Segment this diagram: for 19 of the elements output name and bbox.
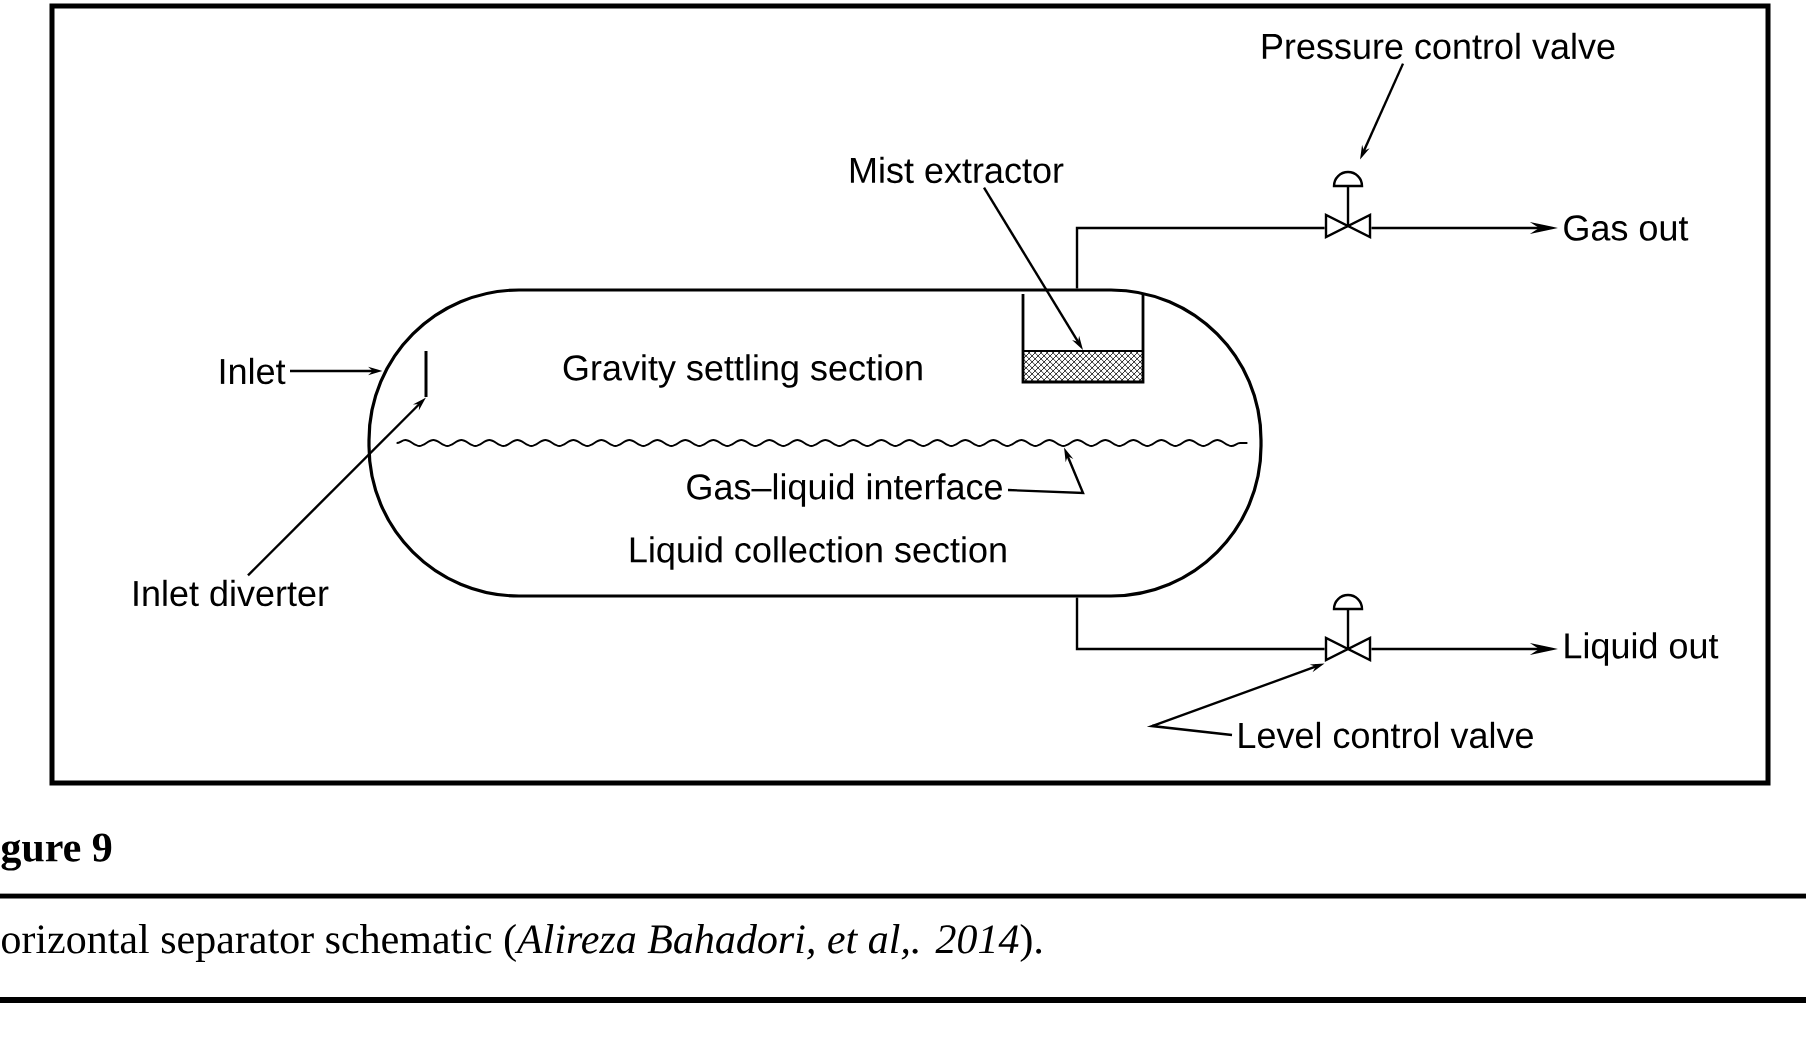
figure-number: gure 9 [1,833,112,871]
callout-label: Inlet diverter [134,579,329,607]
diverter-plate [424,351,428,397]
callout-label: Inlet [220,357,286,385]
section-label: Liquid collection section [630,536,1006,570]
pipe-line [1075,597,1325,651]
callout-label: Liquid out [1565,632,1719,666]
callout-label: Pressure control valve [1262,32,1615,60]
figure-caption: orizontal separator schematic (Alireza Bahadori, et al,. 2014). [2,923,1042,963]
control-valve [1324,170,1372,239]
section-label: Gravity settling section [563,354,922,388]
pipe-line [1075,226,1325,289]
callout-label: Level control valve [1239,721,1533,749]
callout-label: Gas–liquid interface [687,473,1002,507]
mist-extractor-drawing [1022,350,1144,383]
callout-label: Mist extractor [850,156,1064,184]
interface-line [395,439,1249,447]
control-valve [1324,593,1372,662]
callout-label: Gas out [1564,215,1689,241]
